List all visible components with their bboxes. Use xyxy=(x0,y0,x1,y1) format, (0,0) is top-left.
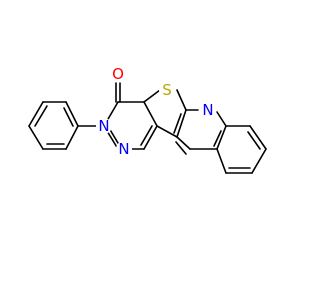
bond xyxy=(140,125,153,146)
bond xyxy=(216,125,227,150)
molecule-structure: O S N N N xyxy=(28,65,267,174)
bond xyxy=(34,105,48,127)
bond xyxy=(143,101,158,127)
atom-oxygen: O xyxy=(112,65,124,83)
atom-sulfur: S xyxy=(162,81,172,99)
bond xyxy=(65,125,79,150)
bond xyxy=(176,136,191,150)
bond xyxy=(143,89,161,103)
atom-nitrogen-imine: N xyxy=(118,140,129,158)
bond xyxy=(175,141,187,155)
bond xyxy=(156,125,178,138)
bond xyxy=(173,113,182,134)
bond xyxy=(213,130,222,147)
bond xyxy=(143,125,158,150)
bond xyxy=(63,107,74,127)
bond xyxy=(28,101,44,127)
atom-nitrogen-quinoline: N xyxy=(202,101,213,119)
atom-labels: O S N N N xyxy=(96,65,216,158)
bond xyxy=(176,89,187,111)
bond xyxy=(28,125,44,150)
bond xyxy=(216,148,227,174)
bond xyxy=(216,111,227,127)
bond xyxy=(176,109,187,138)
bonds xyxy=(28,82,267,174)
atom-nitrogen-amide: N xyxy=(98,117,109,135)
bond xyxy=(251,148,267,174)
bond xyxy=(249,125,267,150)
bond xyxy=(247,131,261,150)
bond xyxy=(65,101,79,127)
